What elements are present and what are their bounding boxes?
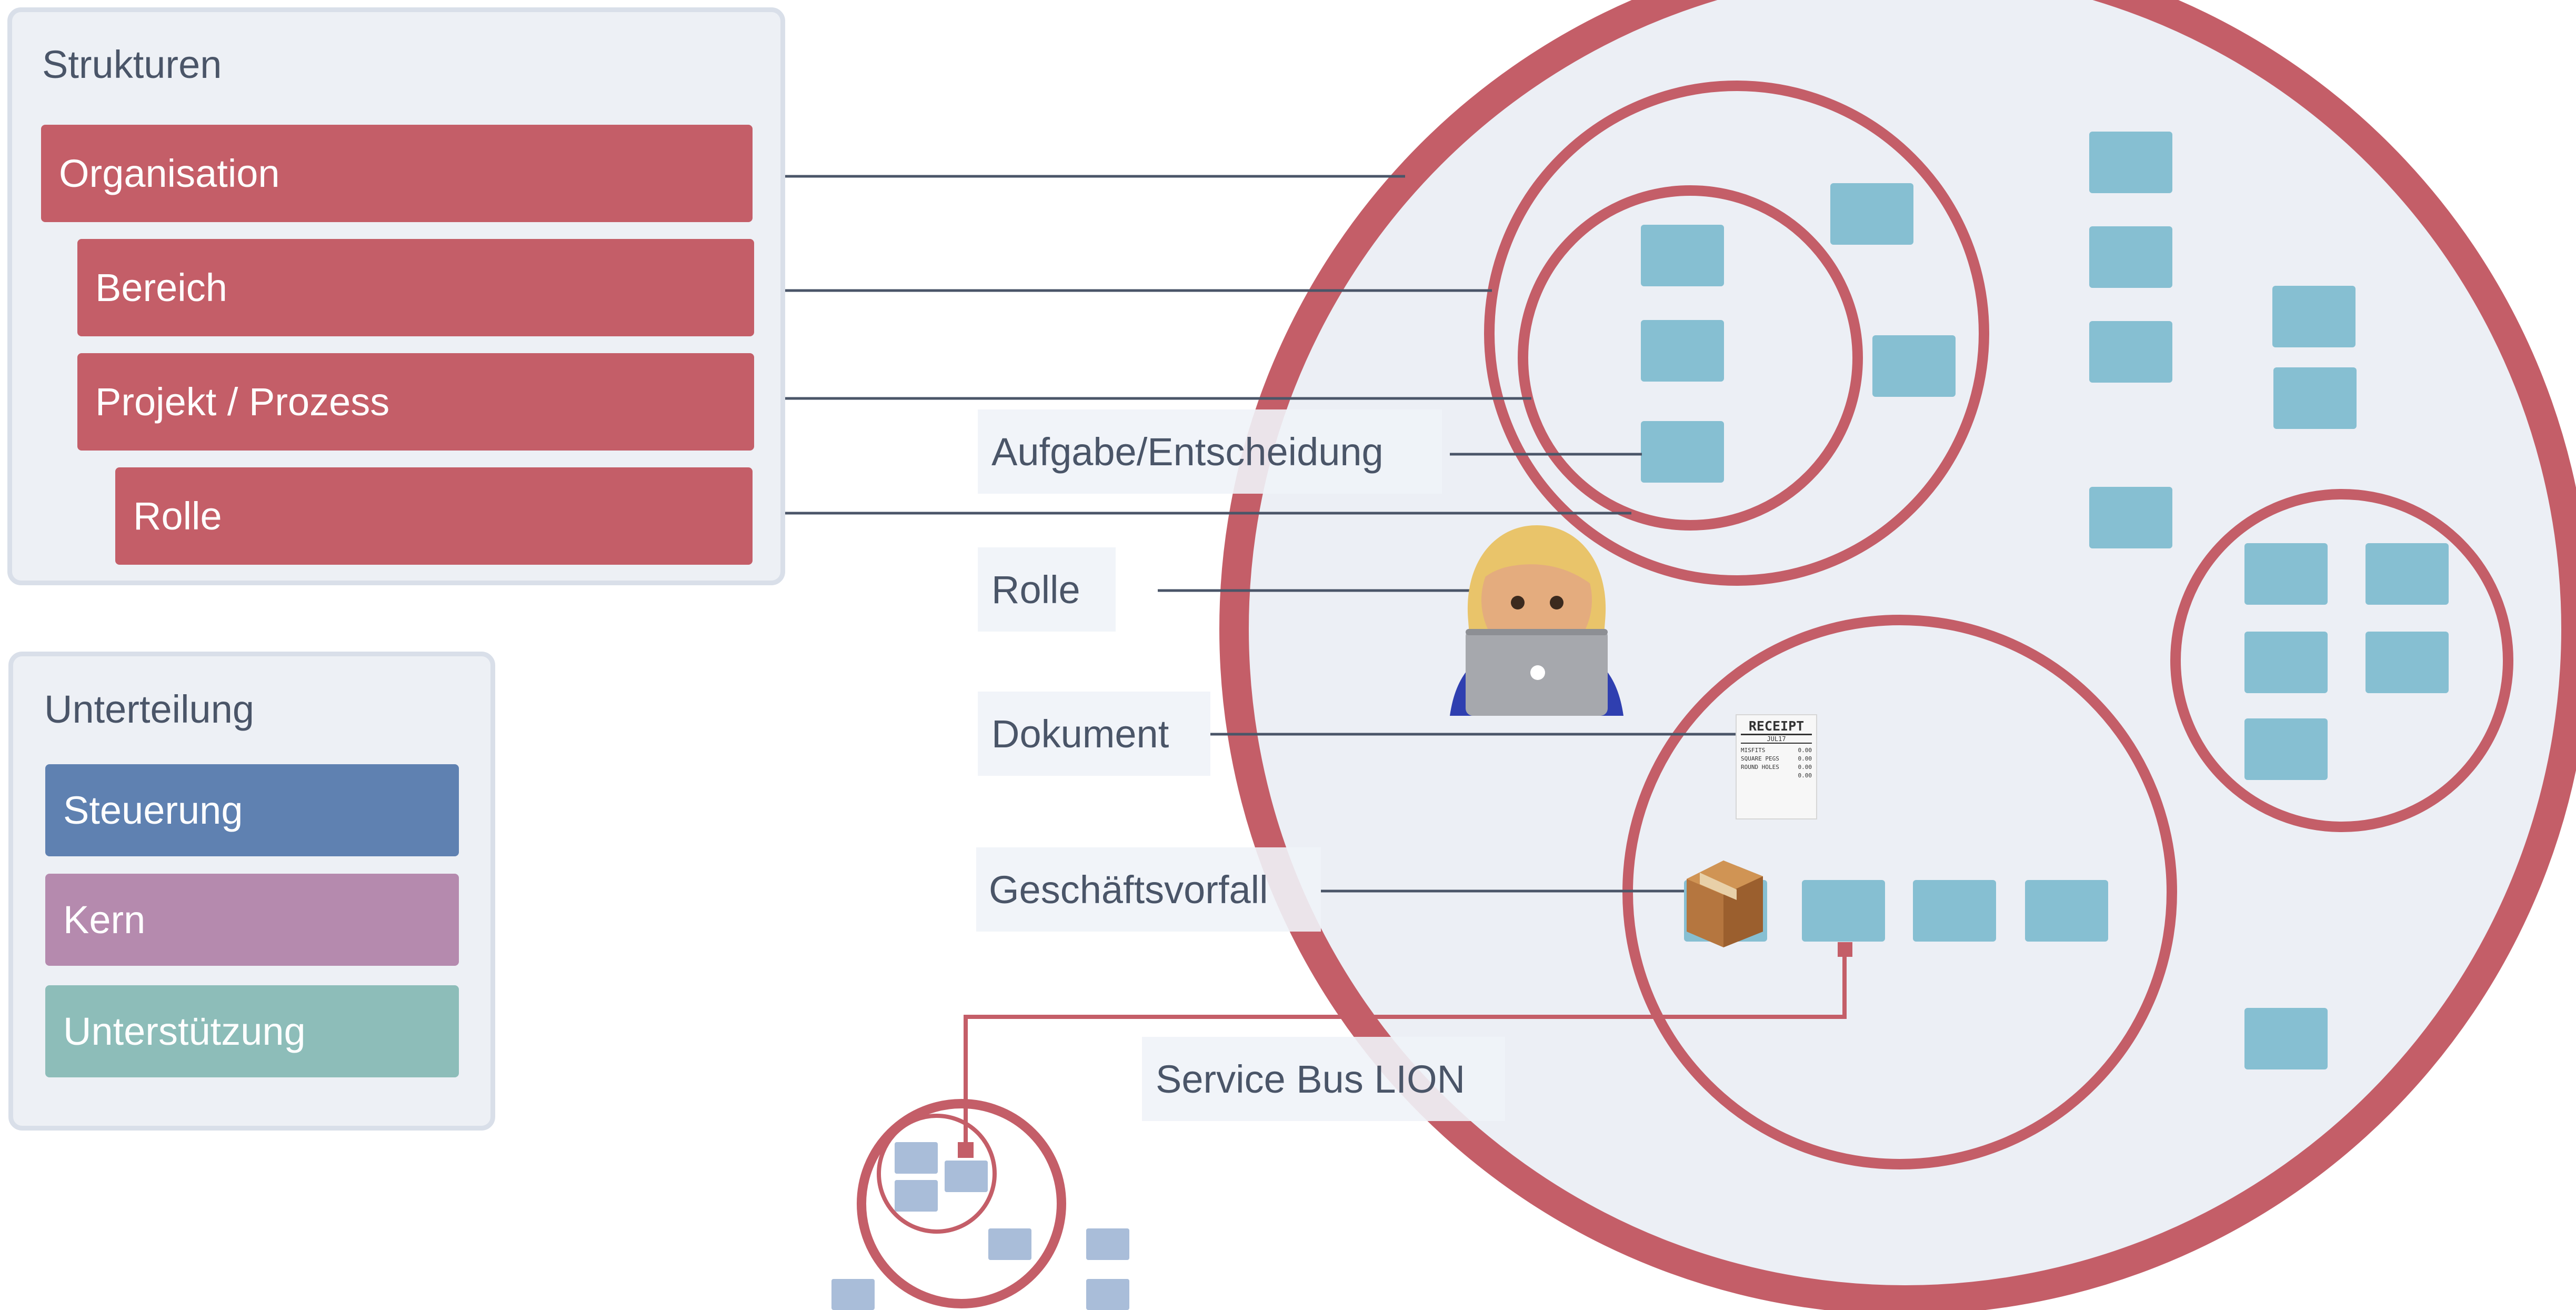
- structure-organisation[interactable]: Organisation: [41, 125, 753, 222]
- callout-rolle: Rolle: [978, 547, 1116, 632]
- structure-projekt-prozess[interactable]: Projekt / Prozess: [77, 353, 754, 451]
- package-icon: [1687, 861, 1763, 947]
- structure-connectors: [753, 175, 1631, 515]
- structure-rolle[interactable]: Rolle: [115, 467, 753, 565]
- receipt-row-value: 0.00: [1798, 747, 1812, 754]
- receipt-row-value: 0.00: [1798, 772, 1812, 779]
- receipt-row-label: MISFITS: [1741, 747, 1766, 754]
- receipt-row: ROUND HOLES 0.00: [1741, 763, 1812, 772]
- bereich-circle-right: [2170, 489, 2513, 832]
- receipt-row-value: 0.00: [1798, 764, 1812, 771]
- receipt-row: SQUARE PEGS 0.00: [1741, 755, 1812, 763]
- callout-aufgabe-entscheidung: Aufgabe/Entscheidung: [978, 409, 1442, 494]
- receipt-title: RECEIPT: [1741, 718, 1812, 735]
- division-unterstuetzung[interactable]: Unterstützung: [45, 985, 459, 1077]
- external-project-circle: [877, 1114, 997, 1234]
- callout-connectors: [1158, 453, 1737, 893]
- bereich-circle: [1484, 81, 1989, 586]
- projekt-circle: [1518, 185, 1863, 531]
- role-person-icon: [1450, 525, 1623, 716]
- external-organisation-circle: [857, 1099, 1066, 1308]
- callout-dokument: Dokument: [978, 692, 1210, 776]
- callout-service-bus-lion: Service Bus LION: [1142, 1037, 1505, 1121]
- receipt-row: MISFITS 0.00: [1741, 746, 1812, 755]
- receipt-row-value: 0.00: [1798, 755, 1812, 762]
- structures-panel-title: Strukturen: [42, 43, 222, 86]
- external-task-boxes: [831, 1142, 1129, 1310]
- division-panel-title: Unterteilung: [44, 687, 255, 731]
- division-steuerung[interactable]: Steuerung: [45, 764, 459, 856]
- division-kern[interactable]: Kern: [45, 874, 459, 966]
- organisation-circle: [1219, 0, 2576, 1310]
- receipt-date: JUL17: [1741, 735, 1812, 744]
- receipt-row: 0.00: [1741, 772, 1812, 780]
- structure-bereich[interactable]: Bereich: [77, 239, 754, 336]
- receipt-row-label: SQUARE PEGS: [1741, 755, 1779, 762]
- receipt-row-label: ROUND HOLES: [1741, 764, 1779, 771]
- service-bus-connector: [958, 942, 1852, 1158]
- callout-geschaeftsvorfall: Geschäftsvorfall: [976, 847, 1321, 932]
